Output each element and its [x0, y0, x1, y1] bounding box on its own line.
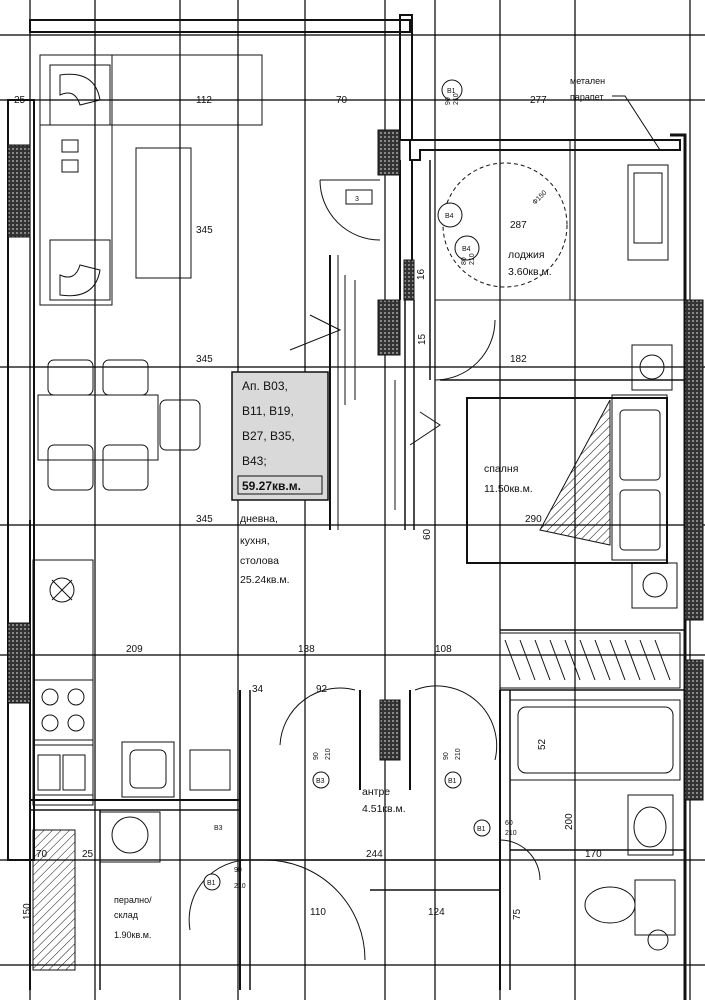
door-tag-5: В1: [448, 778, 457, 785]
dim-34: 34: [252, 684, 264, 695]
railing-leader: [612, 95, 661, 151]
kitchen: [32, 559, 231, 806]
dim-277: 277: [530, 95, 547, 106]
bedroom-fixtures: [539, 344, 678, 609]
dim-16: 16: [416, 268, 427, 280]
window-tag-box: [345, 189, 373, 205]
living-name-3: столова: [240, 555, 279, 567]
dim-209: 209: [126, 644, 143, 655]
dim-25-a: 25: [14, 95, 26, 106]
laundry-name-1: перално/: [114, 895, 152, 905]
laundry: [32, 811, 161, 971]
hall-area: 4.51кв.м.: [362, 803, 406, 815]
dim-110: 110: [310, 907, 326, 918]
living-name-2: кухня,: [240, 535, 270, 547]
door-size-5a: 90: [234, 867, 242, 874]
dim-244: 244: [366, 849, 383, 860]
hall-name: антре: [362, 786, 390, 798]
apartment-area-box: [237, 475, 323, 495]
railing-label-1: метален: [570, 76, 605, 86]
window-tag-1: 3: [355, 196, 359, 203]
dim-70-b: 70: [36, 849, 48, 860]
dim-287: 287: [510, 220, 527, 231]
door-tag-2: В4: [445, 213, 454, 220]
door-size-4b: 210: [505, 830, 517, 837]
door-tag-7: В1: [207, 880, 216, 887]
window-tag-2: Ф150: [531, 189, 548, 206]
dim-52: 52: [537, 738, 548, 750]
dim-15: 15: [417, 333, 428, 345]
dim-200: 200: [564, 813, 575, 830]
dim-290: 290: [525, 514, 542, 525]
dim-182: 182: [510, 354, 527, 365]
apt-area: 59.27кв.м.: [242, 479, 301, 493]
dim-345-b: 345: [196, 354, 213, 365]
door-size-6a: 80: [461, 257, 468, 265]
door-tag-6: В1: [477, 826, 486, 833]
door-size-2b: 210: [455, 748, 462, 760]
dim-92: 92: [316, 684, 328, 695]
living-area: 25.24кв.м.: [240, 574, 290, 586]
door-swings: [188, 179, 541, 961]
door-size-1b: 210: [325, 748, 332, 760]
tag-circles: [203, 79, 491, 891]
apt-line-3: В27, В35,: [242, 429, 295, 443]
bedroom-name: спалня: [484, 463, 518, 475]
loggia-name: лоджия: [508, 249, 545, 261]
dim-60: 60: [422, 528, 433, 540]
living-name-1: дневна,: [240, 513, 278, 525]
door-tag-8: В3: [214, 825, 223, 832]
dim-112: 112: [196, 95, 212, 106]
dim-345-c: 345: [196, 514, 213, 525]
door-size-5b: 210: [234, 883, 246, 890]
loggia-area: 3.60кв.м.: [508, 266, 552, 278]
bathroom: [509, 699, 681, 951]
dim-25-b: 25: [82, 849, 94, 860]
door-size-2a: 90: [443, 752, 450, 760]
door-size-4a: 60: [505, 820, 513, 827]
apt-line-1: Ап. В03,: [242, 379, 288, 393]
dim-138: 138: [298, 644, 315, 655]
door-size-6b: 210: [469, 253, 476, 265]
walls: [7, 14, 690, 1000]
apartment-box: [231, 371, 329, 501]
bedroom-area: 11.50кв.м.: [484, 483, 533, 495]
railing-label-2: парапет: [570, 92, 604, 102]
door-tag-3: В4: [462, 246, 471, 253]
dim-75: 75: [512, 908, 523, 920]
laundry-name-2: склад: [114, 910, 139, 920]
door-tag-4: В3: [316, 778, 325, 785]
dim-345-a: 345: [196, 225, 213, 236]
apt-line-2: В11, В19,: [242, 404, 294, 418]
door-tag-1: В1: [447, 88, 456, 95]
apt-line-4: В43;: [242, 454, 267, 468]
dim-150: 150: [22, 903, 33, 920]
dim-70-a: 70: [336, 95, 348, 106]
loggia-fixtures: [435, 140, 685, 301]
door-size-3a: 90: [445, 97, 452, 105]
door-size-3b: 210: [453, 93, 460, 105]
dim-170: 170: [585, 849, 602, 860]
dim-124: 124: [428, 907, 445, 918]
dining-set: [37, 359, 201, 491]
laundry-area: 1.90кв.м.: [114, 930, 151, 940]
living-furniture: [39, 54, 263, 306]
masonry-blocks: [7, 129, 704, 801]
wardrobe: [499, 632, 681, 689]
dim-108: 108: [435, 644, 452, 655]
door-size-1a: 90: [313, 752, 320, 760]
